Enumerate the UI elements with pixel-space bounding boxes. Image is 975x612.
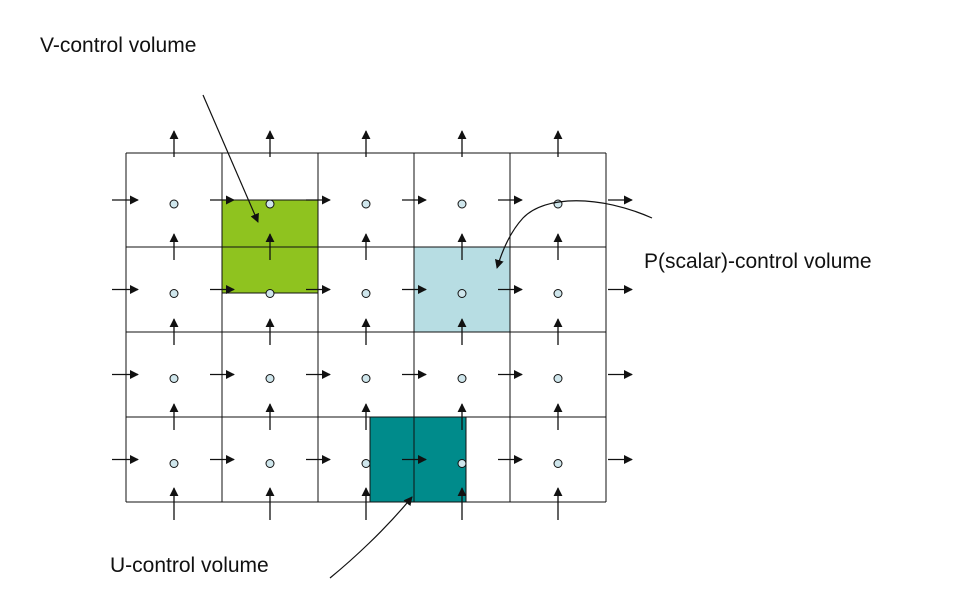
pressure-node <box>169 199 179 209</box>
pressure-node <box>361 459 371 468</box>
pressure-node <box>361 289 371 298</box>
pressure-node <box>553 289 563 298</box>
pressure-node <box>169 459 179 468</box>
pressure-node <box>265 289 275 298</box>
v-velocity-arrows <box>169 130 563 520</box>
pressure-node <box>169 374 179 383</box>
pressure-node <box>457 199 467 209</box>
pressure-node <box>457 374 467 383</box>
p-control-label: P(scalar)-control volume <box>644 250 872 273</box>
pressure-node <box>457 289 467 298</box>
pressure-node <box>361 374 371 383</box>
u-control-label: U-control volume <box>110 554 269 577</box>
u-callout-leader <box>329 496 413 579</box>
pressure-node <box>265 459 275 468</box>
pressure-node <box>265 374 275 383</box>
pressure-node <box>553 459 563 468</box>
pressure-node <box>457 459 467 468</box>
pressure-node <box>553 374 563 383</box>
u-velocity-arrows <box>112 195 633 464</box>
v-callout-leader <box>202 94 259 223</box>
p-callout-leader <box>495 200 653 269</box>
pressure-node <box>361 199 371 209</box>
pressure-nodes <box>169 199 563 468</box>
v-control-label: V-control volume <box>40 34 196 57</box>
pressure-node <box>265 199 275 209</box>
pressure-node <box>169 289 179 298</box>
